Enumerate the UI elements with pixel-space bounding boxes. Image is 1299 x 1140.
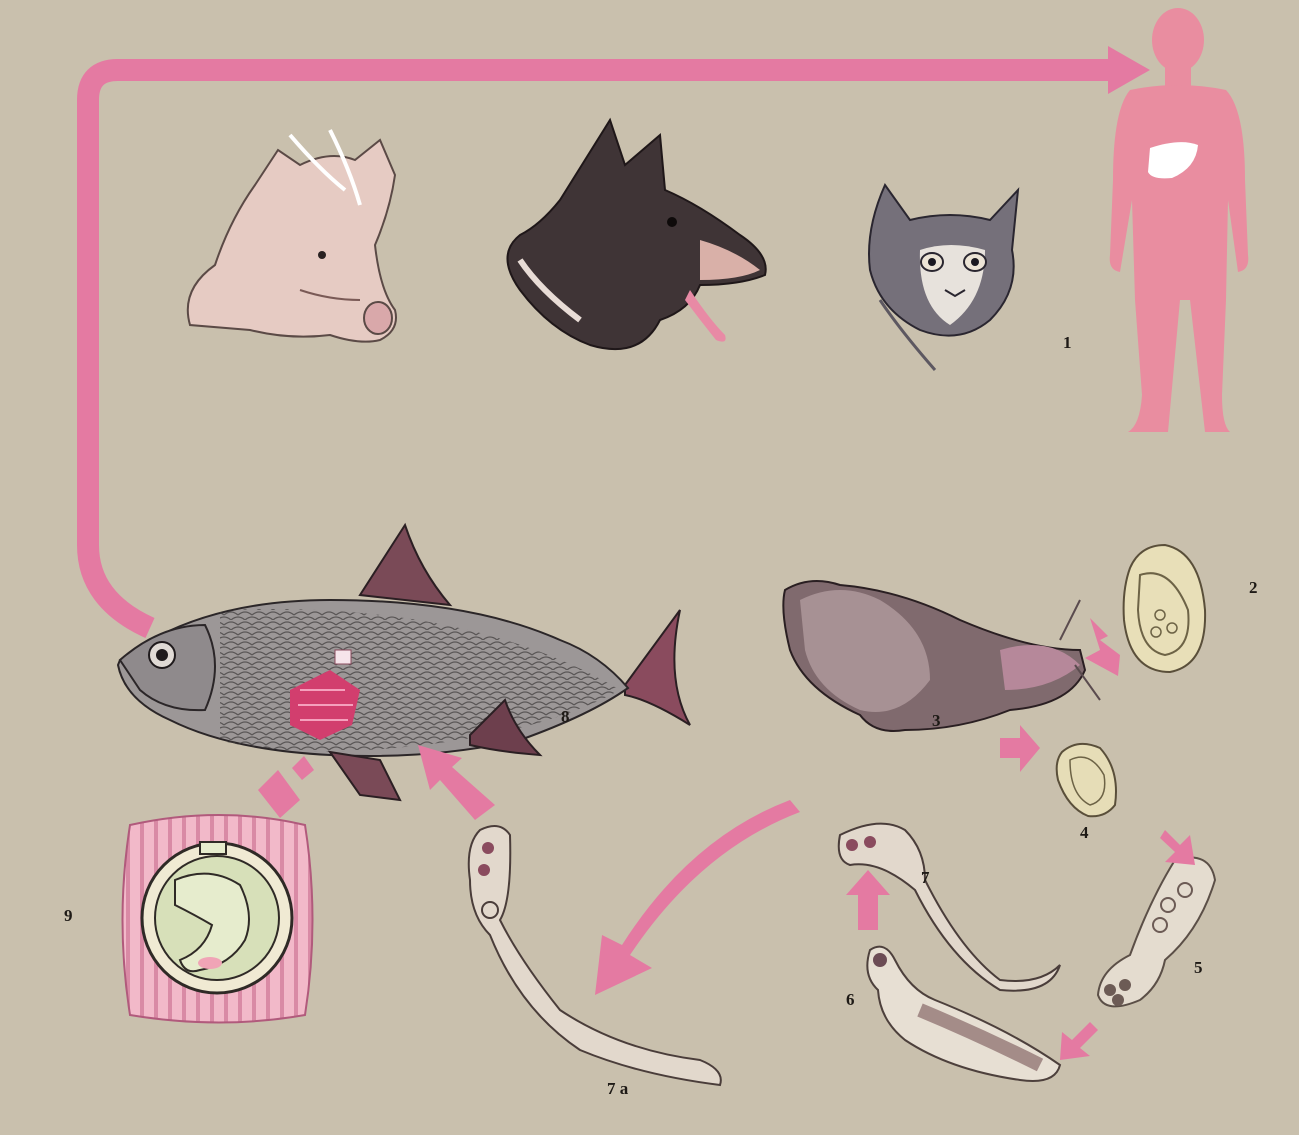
stage-label-9: 9: [64, 906, 73, 926]
stage-label-3: 3: [932, 711, 941, 731]
stage-label-7a: 7 a: [607, 1079, 628, 1099]
stage-label-8: 8: [561, 707, 570, 727]
stage-label-2: 2: [1249, 578, 1258, 598]
metacercaria-cyst-icon: [123, 815, 313, 1023]
stage-label-6: 6: [846, 990, 855, 1010]
egg-icon: [1124, 545, 1206, 672]
stage-label-4: 4: [1080, 823, 1089, 843]
stage-label-5: 5: [1194, 958, 1203, 978]
stage-label-1: 1: [1063, 333, 1072, 353]
stage-label-7: 7: [921, 868, 930, 888]
